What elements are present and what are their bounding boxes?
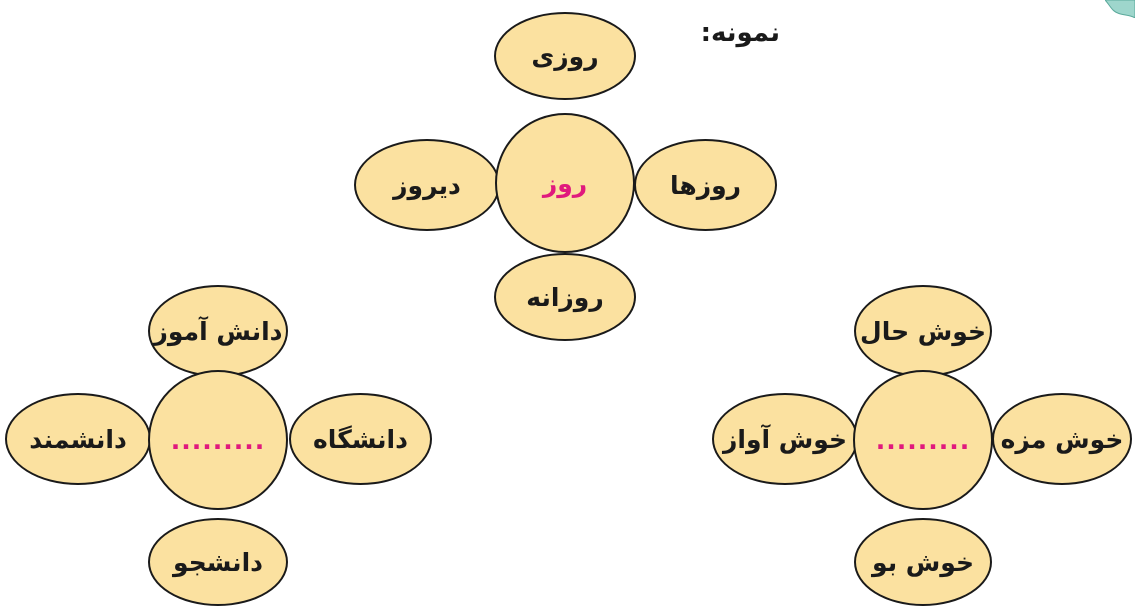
bubble-top: خوش حال — [854, 285, 992, 377]
bubble-bottom-label: دانشجو — [173, 547, 263, 577]
bubble-left-label: دانشمند — [29, 424, 127, 454]
bubble-bottom: روزانه — [494, 253, 636, 341]
bubble-top-label: روزی — [531, 41, 599, 71]
bubble-bottom-label: روزانه — [526, 282, 604, 312]
example-label: نمونه: — [700, 18, 780, 48]
bubble-left: دانشمند — [5, 393, 151, 485]
corner-decoration — [1105, 0, 1135, 18]
center-blank: ......... — [875, 425, 971, 455]
bubble-top: روزی — [494, 12, 636, 100]
bubble-bottom-label: خوش بو — [872, 547, 974, 577]
bubble-top: دانش آموز — [148, 285, 288, 377]
bubble-left-label: خوش آواز — [723, 424, 847, 454]
bubble-top-label: دانش آموز — [153, 316, 283, 346]
bubble-left-label: دیروز — [393, 170, 461, 200]
bubble-left: خوش آواز — [712, 393, 858, 485]
center-circle: ......... — [853, 370, 993, 510]
bubble-right: خوش مزه — [992, 393, 1132, 485]
bubble-right-label: روزها — [669, 170, 742, 200]
bubble-right-label: خوش مزه — [1000, 424, 1124, 454]
bubble-left: دیروز — [354, 139, 500, 231]
bubble-right: روزها — [634, 139, 777, 231]
center-blank: ......... — [170, 425, 266, 455]
center-circle: روز — [495, 113, 635, 253]
bubble-right: دانشگاه — [289, 393, 432, 485]
bubble-top-label: خوش حال — [860, 316, 986, 346]
center-word: روز — [542, 168, 588, 198]
bubble-bottom: دانشجو — [148, 518, 288, 606]
bubble-right-label: دانشگاه — [313, 424, 408, 454]
center-circle: ......... — [148, 370, 288, 510]
bubble-bottom: خوش بو — [854, 518, 992, 606]
